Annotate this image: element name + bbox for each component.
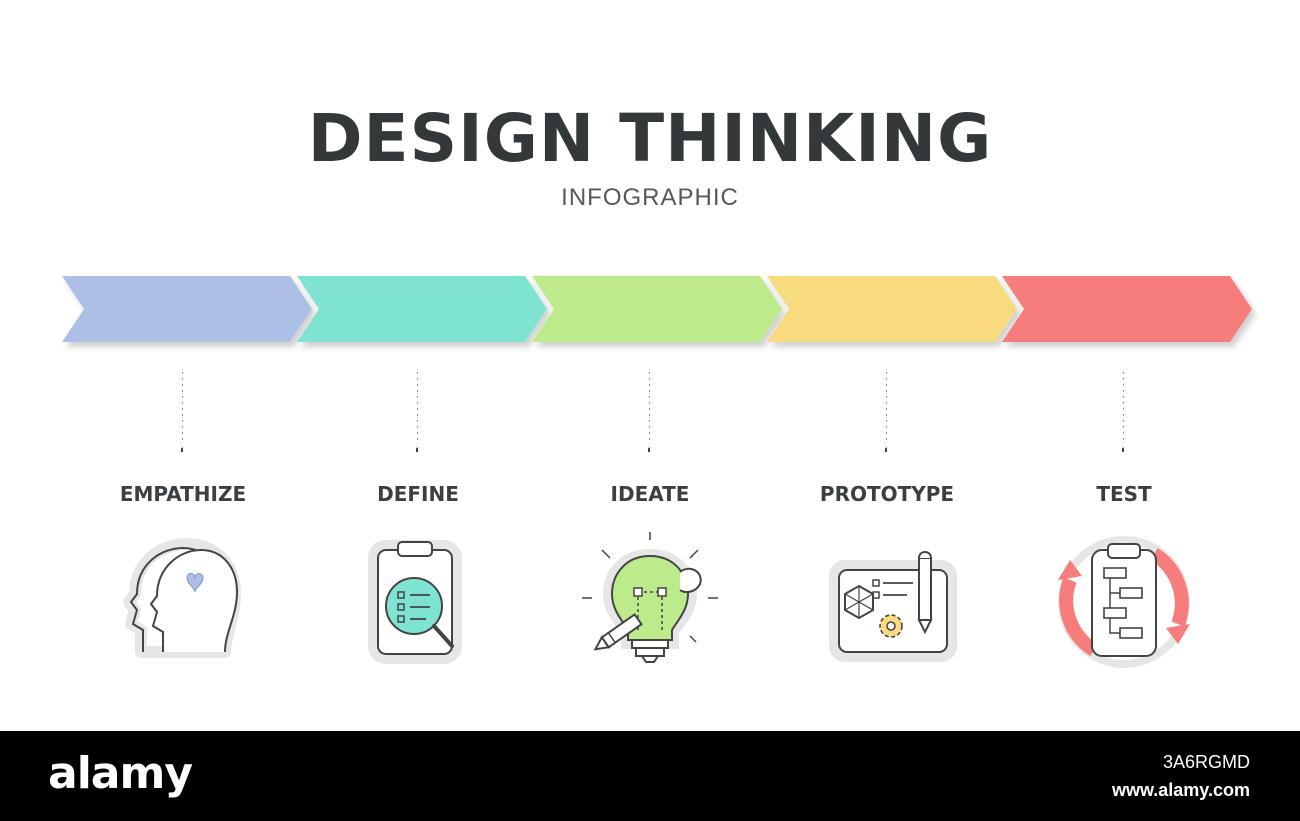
arrow-test (1002, 276, 1252, 342)
step-label-test: TEST (1096, 482, 1152, 506)
site-url: www.alamy.com (1111, 780, 1250, 800)
lightbulb-pencil-icon (582, 532, 718, 663)
step-label-ideate: IDEATE (610, 482, 690, 506)
page-subtitle: INFOGRAPHIC (561, 184, 739, 211)
heads-heart-icon (123, 538, 241, 658)
step-label-empathize: EMPATHIZE (119, 482, 247, 506)
connector-define (416, 372, 418, 452)
brand-logo: alamy (48, 748, 193, 799)
blueprint-pencil-gear-icon (829, 551, 957, 662)
arrow-prototype (767, 276, 1017, 342)
clipboard-magnifier-icon (368, 540, 462, 664)
image-id: 3A6RGMD (1162, 752, 1250, 772)
connector-empathize (181, 372, 183, 452)
arrow-ideate (532, 276, 782, 342)
arrow-empathize (62, 276, 312, 342)
step-label-prototype: PROTOTYPE (819, 482, 955, 506)
page-title: DESIGN THINKING (307, 100, 993, 177)
watermark-bar (0, 731, 1300, 821)
clipboard-cycle-icon (1058, 536, 1190, 668)
arrow-define (297, 276, 547, 342)
connector-ideate (648, 372, 650, 452)
process-arrows (62, 276, 1252, 342)
connector-prototype (885, 372, 887, 452)
step-label-define: DEFINE (377, 482, 459, 506)
connector-test (1122, 372, 1124, 452)
